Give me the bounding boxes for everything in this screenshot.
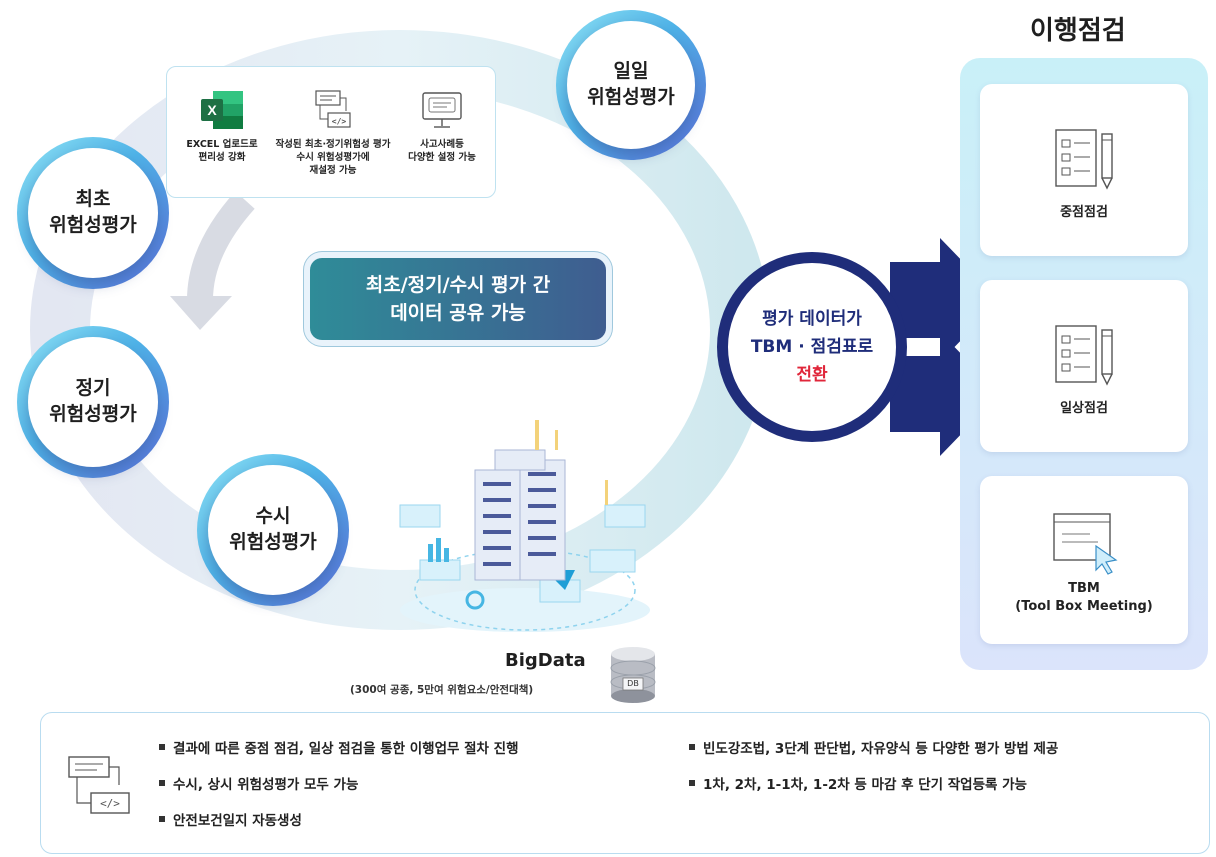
bullet-text: 수시, 상시 위험성평가 모두 가능	[173, 777, 359, 793]
feature-excel-line1: EXCEL 업로드로	[186, 139, 258, 150]
page-title: 이행점검	[1030, 16, 1126, 46]
inspection-card-tbm-sublabel: (Tool Box Meeting)	[1015, 599, 1153, 614]
database-icon: DB	[608, 646, 658, 704]
feature-excel-line2: 편리성 강화	[198, 151, 246, 163]
bullet-item: 빈도강조법, 3단계 판단법, 자유양식 등 다양한 평가 방법 제공	[689, 737, 1058, 757]
initial-line2: 위험성평가	[49, 214, 137, 236]
initial-line1: 최초	[75, 188, 111, 211]
conversion-line2: TBM · 점검표로	[750, 336, 874, 357]
feature-case-line2: 다양한 설정 가능	[408, 151, 476, 163]
code-flow-icon: </>	[68, 756, 130, 814]
bigdata-title: BigData	[505, 650, 586, 671]
inspection-card-daily-label: 일상점검	[1060, 401, 1108, 416]
feature-reset-line1: 작성된 최초·정기위험성 평가	[275, 139, 391, 150]
svg-text:</>: </>	[100, 797, 120, 810]
feature-case-line1: 사고사례등	[420, 139, 464, 150]
summary-box: </> 결과에 따른 중점 점검, 일상 점검을 통한 이행업무 절차 진행 수…	[40, 712, 1210, 854]
bullet-item: 안전보건일지 자동생성	[159, 809, 302, 829]
conversion-line1: 평가 데이터가	[762, 308, 862, 329]
feature-reset: </> 작성된 최초·정기위험성 평가 수시 위험성평가에 재설정 가능	[275, 89, 391, 177]
svg-text:</>: </>	[332, 117, 347, 126]
feature-reset-line2: 수시 위험성평가에	[296, 151, 370, 163]
bullet-text: 1차, 2차, 1-1차, 1-2차 등 마감 후 단기 작업등록 가능	[703, 777, 1027, 793]
checklist-pencil-icon	[1055, 129, 1113, 190]
inspection-card-tbm: TBM (Tool Box Meeting)	[980, 476, 1188, 644]
inspection-card-tbm-label: TBM	[1068, 581, 1100, 596]
conversion-circle: 평가 데이터가 TBM · 점검표로 전환	[717, 252, 907, 442]
data-share-box: 최초/정기/수시 평가 간 데이터 공유 가능	[310, 258, 606, 340]
feature-case: 사고사례등 다양한 설정 가능	[387, 89, 497, 165]
bullet-item: 결과에 따른 중점 점검, 일상 점검을 통한 이행업무 절차 진행	[159, 737, 519, 757]
share-line1: 최초/정기/수시 평가 간	[365, 273, 551, 296]
excel-icon: X	[201, 91, 243, 129]
inspection-panel: 중점점검 일상점검 TBM (Tool Box Meeting)	[960, 58, 1208, 670]
arrow-right-top	[890, 238, 1000, 362]
code-flow-icon: </>	[315, 90, 351, 128]
conversion-line3: 전환	[796, 365, 828, 386]
feature-reset-line3: 재설정 가능	[309, 164, 357, 176]
share-line2: 데이터 공유 가능	[390, 302, 526, 324]
db-label: DB	[627, 679, 639, 688]
bullet-text: 빈도강조법, 3단계 판단법, 자유양식 등 다양한 평가 방법 제공	[703, 741, 1059, 757]
server-illustration	[399, 420, 650, 632]
bullet-text: 안전보건일지 자동생성	[173, 813, 302, 829]
inspection-card-daily: 일상점검	[980, 280, 1188, 452]
bigdata-subtitle: (300여 공종, 5만여 위험요소/안전대책)	[350, 684, 534, 696]
initial-assessment-circle: 최초 위험성평가	[28, 148, 158, 278]
occasional-line1: 수시	[255, 505, 291, 528]
regular-assessment-circle: 정기 위험성평가	[28, 337, 158, 467]
regular-line2: 위험성평가	[49, 403, 137, 425]
arrow-right-bottom	[890, 332, 1000, 456]
bullet-text: 결과에 따른 중점 점검, 일상 점검을 통한 이행업무 절차 진행	[173, 741, 519, 757]
occasional-line2: 위험성평가	[229, 531, 317, 553]
window-cursor-icon	[1053, 513, 1118, 575]
feature-excel: X EXCEL 업로드로 편리성 강화	[167, 89, 277, 165]
bullet-item: 1차, 2차, 1-1차, 1-2차 등 마감 후 단기 작업등록 가능	[689, 773, 1027, 793]
inspection-card-focus: 중점점검	[980, 84, 1188, 256]
daily-line1: 일일	[613, 60, 649, 83]
feature-box: X EXCEL 업로드로 편리성 강화 </> 작성된 최초·정기위험성 평가 …	[166, 66, 496, 198]
occasional-assessment-circle: 수시 위험성평가	[208, 465, 338, 595]
daily-line2: 위험성평가	[587, 86, 675, 108]
monitor-icon	[422, 92, 462, 128]
daily-assessment-circle: 일일 위험성평가	[567, 21, 695, 149]
inspection-card-focus-label: 중점점검	[1060, 205, 1108, 220]
checklist-pencil-icon	[1055, 325, 1113, 386]
bullet-item: 수시, 상시 위험성평가 모두 가능	[159, 773, 358, 793]
svg-text:X: X	[207, 102, 217, 118]
regular-line1: 정기	[75, 377, 111, 400]
